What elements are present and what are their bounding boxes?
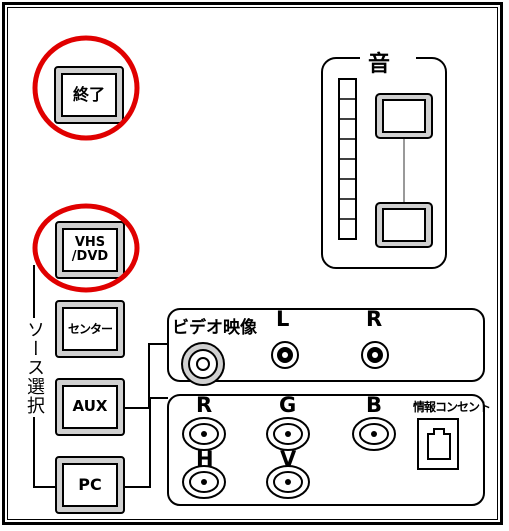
pc-panel [167, 394, 485, 506]
center-button[interactable]: センター [55, 300, 125, 358]
vhs-dvd-button[interactable]: VHS /DVD [55, 221, 125, 279]
pc-connector-line [124, 397, 168, 488]
panel-frame [2, 2, 503, 525]
pc-button[interactable]: PC [55, 456, 125, 514]
jack-g [266, 417, 310, 451]
pc-label-g: G [279, 393, 297, 417]
end-button-label: 終了 [61, 73, 117, 117]
pc-label-v: V [280, 447, 297, 471]
aux-button-label: AUX [62, 385, 118, 429]
pc-label-h: H [196, 447, 214, 471]
jack-r [182, 417, 226, 451]
pc-label-b: B [366, 393, 383, 417]
pc-button-label: PC [62, 463, 118, 507]
video-panel-label-l: L [276, 307, 290, 331]
video-panel-label-r: R [366, 307, 383, 331]
video-jack [181, 342, 225, 386]
vhs-dvd-label-line1: VHS [74, 235, 106, 251]
vhs-dvd-label-line2: /DVD [71, 249, 109, 264]
pc-label-r: R [196, 393, 213, 417]
jack-b [352, 417, 396, 451]
panel-inner-border [7, 7, 498, 520]
source-select-label: ソース選択 [22, 318, 46, 417]
end-button[interactable]: 終了 [54, 66, 124, 124]
lan-outlet-icon [417, 418, 459, 470]
audio-jack-l [271, 341, 299, 369]
aux-button[interactable]: AUX [55, 378, 125, 436]
center-button-label: センター [62, 307, 118, 351]
jack-h [182, 465, 226, 499]
aux-connector-line [124, 343, 168, 409]
volume-title: 音 [365, 46, 394, 78]
jack-v [266, 465, 310, 499]
audio-jack-r [361, 341, 389, 369]
volume-level-bar [338, 78, 357, 240]
volume-down-button [375, 202, 433, 248]
volume-up-button [375, 93, 433, 139]
video-panel [167, 308, 485, 382]
info-outlet-label: 情報コンセント [413, 400, 491, 414]
video-panel-title: ビデオ映像 [172, 318, 257, 338]
